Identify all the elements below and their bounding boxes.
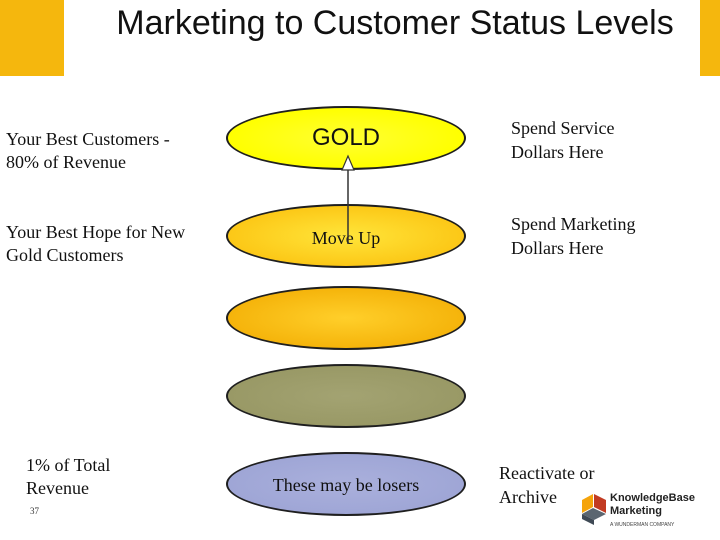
ellipse-orange — [226, 286, 466, 350]
ellipse-losers: These may be losers — [226, 452, 466, 516]
label-service-dollars: Spend Service Dollars Here — [511, 118, 615, 162]
cube-logo-icon — [582, 494, 606, 525]
ellipse-gold: GOLD — [226, 106, 466, 170]
title-accent-bar — [0, 0, 64, 76]
label-marketing-dollars: Spend Marketing Dollars Here — [511, 214, 636, 258]
label-reactivate-archive: Reactivate or Archive — [499, 463, 595, 507]
logo-line-2: Marketing — [610, 505, 662, 517]
ellipse-olive — [226, 364, 466, 428]
slide-title: Marketing to Customer Status Levels — [116, 4, 674, 42]
ellipse-gold-label: GOLD — [311, 124, 380, 151]
ellipse-move-up: Move Up — [226, 204, 466, 268]
title-accent-bar-right — [700, 0, 720, 76]
logo-line-1: KnowledgeBase — [610, 492, 695, 504]
label-best-customers: Your Best Customers - 80% of Revenue — [6, 129, 170, 172]
ellipse-move-up-label: Move Up — [311, 227, 381, 248]
label-total-revenue: 1% of Total Revenue — [26, 455, 111, 498]
up-arrow-icon — [341, 154, 355, 244]
title-band — [0, 0, 720, 76]
ellipse-losers-label: These may be losers — [272, 474, 420, 495]
knowledgebase-logo: KnowledgeBase Marketing A WUNDERMAN COMP… — [580, 486, 716, 536]
logo-tagline: A WUNDERMAN COMPANY — [610, 522, 675, 528]
logo-wordmark: KnowledgeBase Marketing — [610, 492, 695, 518]
slide-number: 37 — [30, 506, 39, 516]
label-best-hope: Your Best Hope for New Gold Customers — [6, 222, 186, 265]
